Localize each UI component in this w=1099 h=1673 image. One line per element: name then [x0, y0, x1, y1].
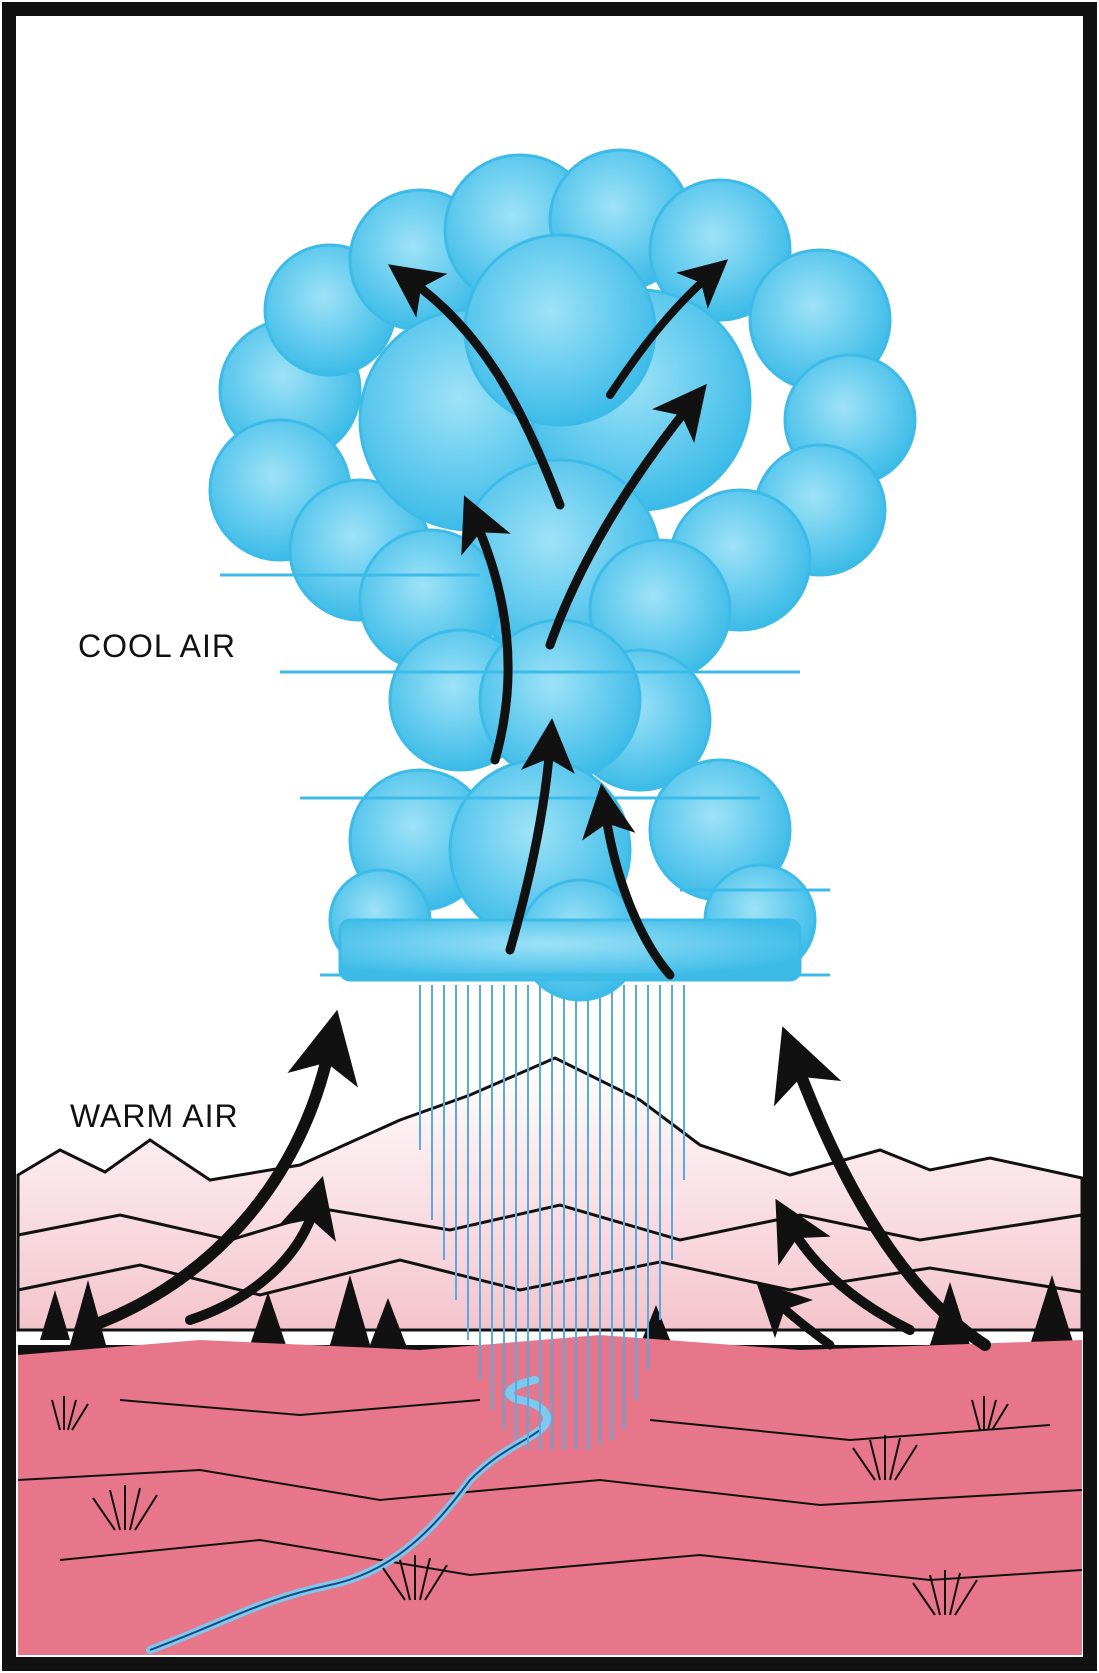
desert-ground — [18, 1335, 1082, 1655]
cool-air-label: COOL AIR — [78, 628, 236, 665]
warm-air-label: WARM AIR — [70, 1098, 239, 1135]
